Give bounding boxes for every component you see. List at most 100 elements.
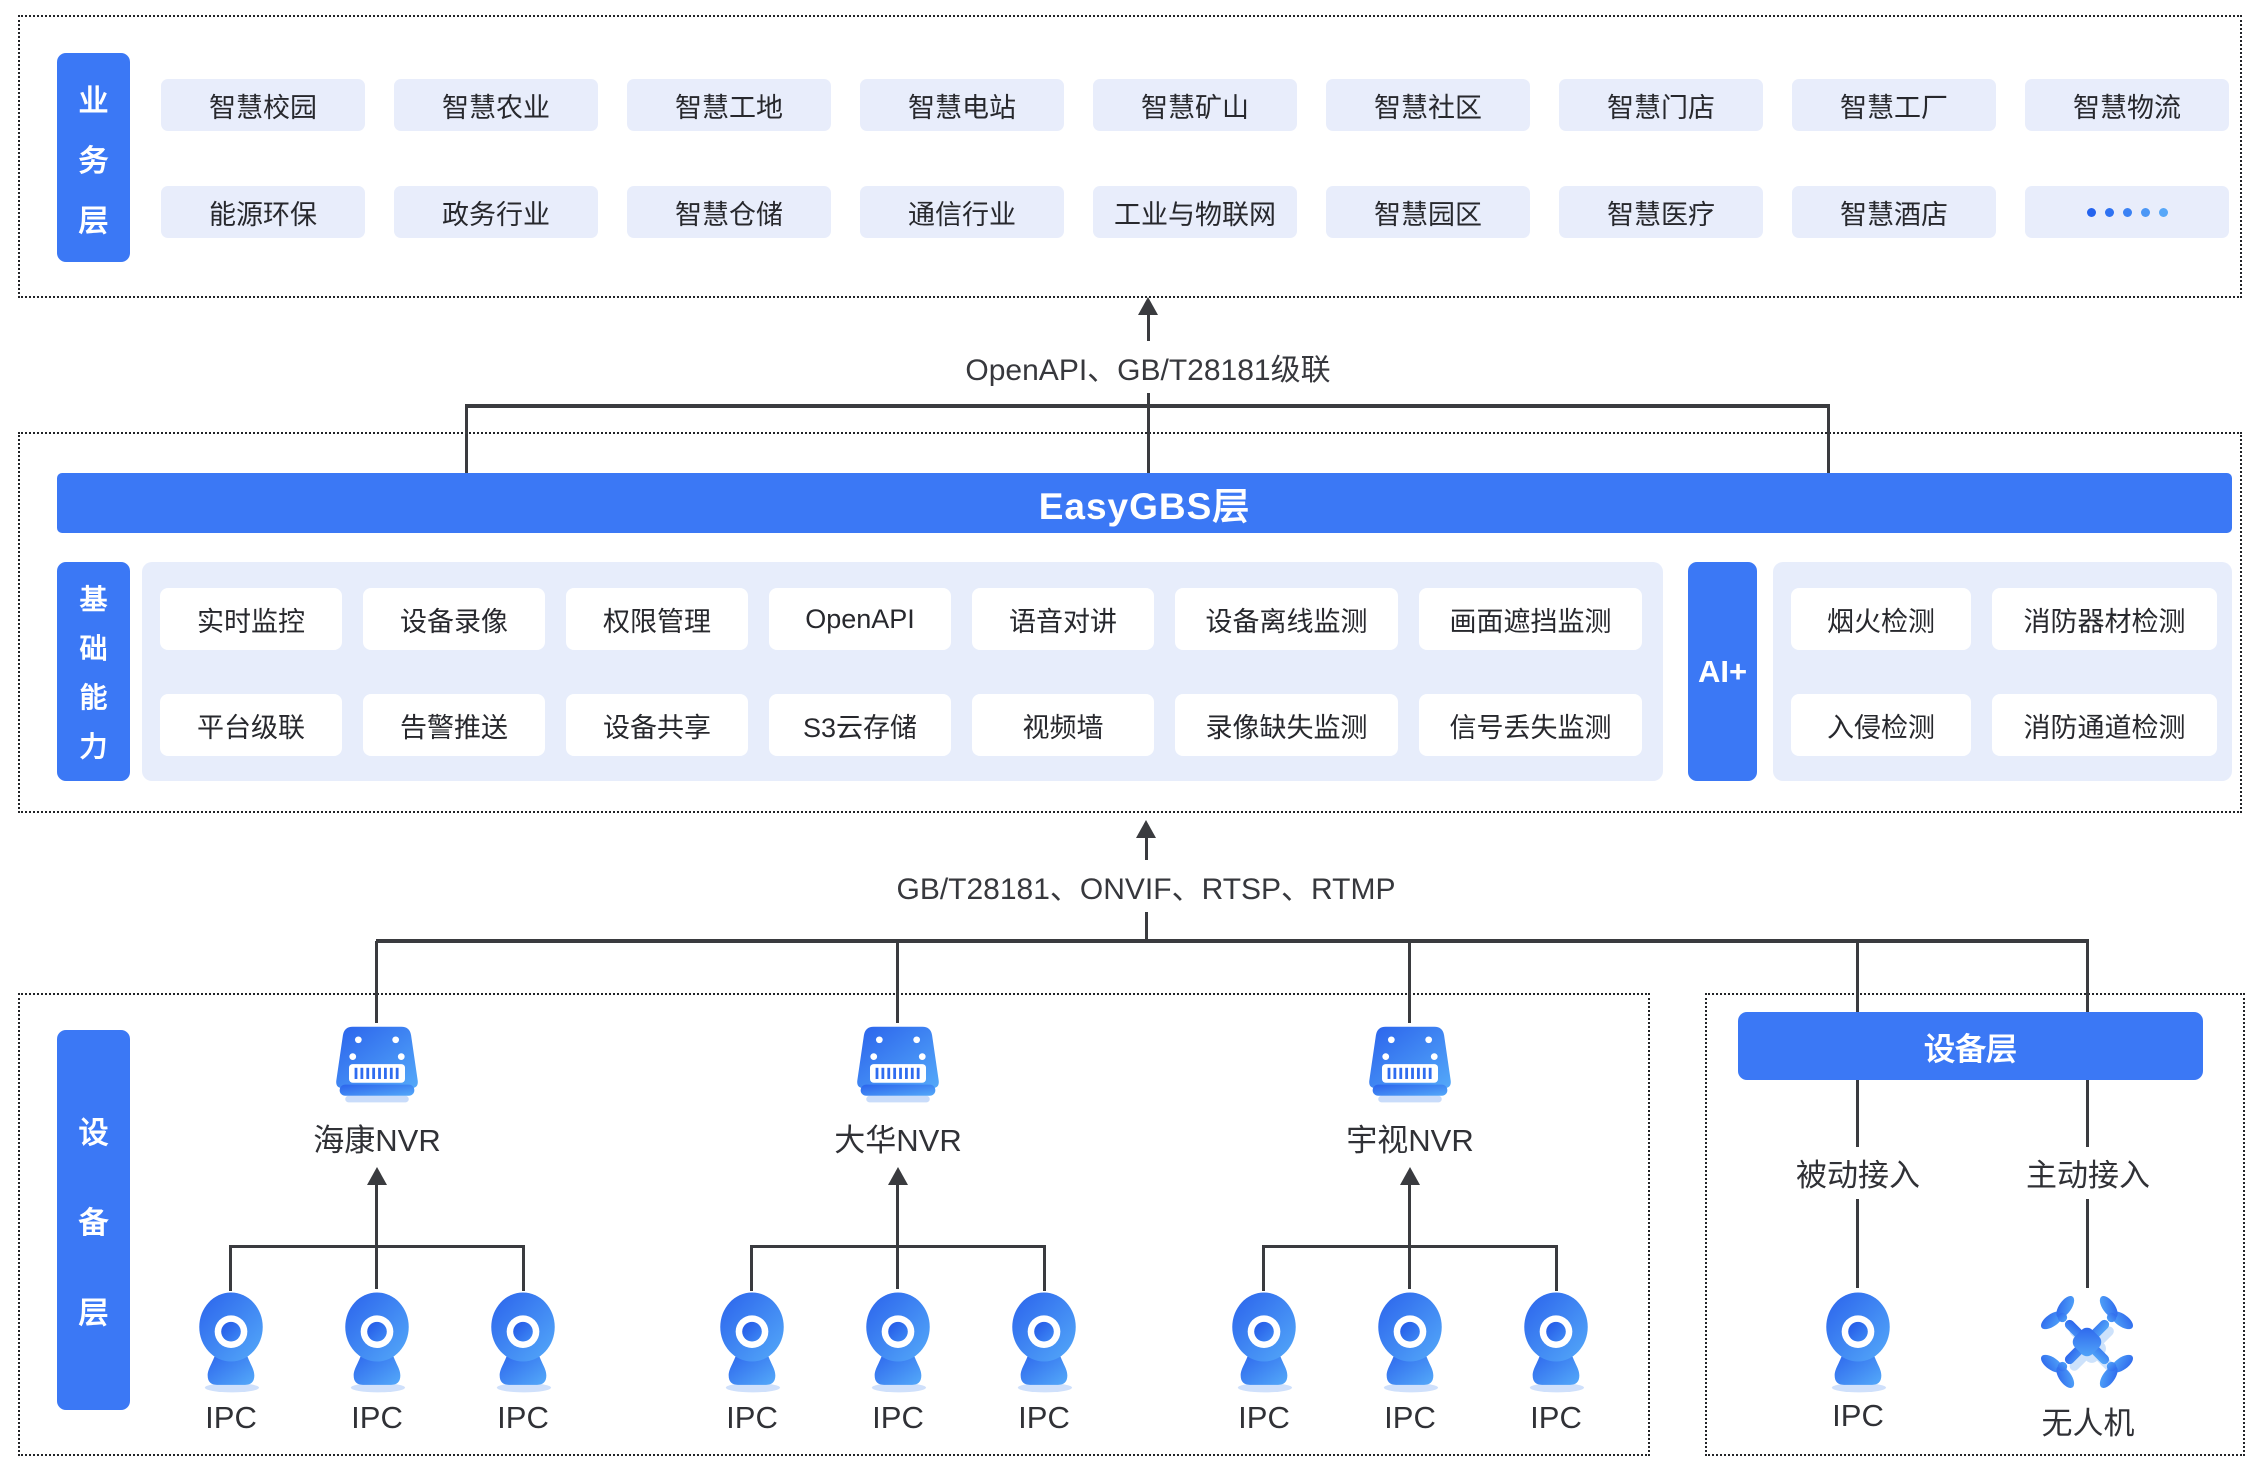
- business-layer-box: [18, 15, 2242, 298]
- easygbs-title-bar: EasyGBS层: [57, 473, 2232, 533]
- dot-icon: [2158, 207, 2168, 217]
- business-chip: 智慧校园: [161, 79, 365, 131]
- connector-line: [2086, 1080, 2089, 1147]
- ai-chip: 入侵检测: [1791, 694, 1971, 756]
- business-layer-label: 业务层: [57, 53, 130, 262]
- connector-line: [1043, 1245, 1046, 1291]
- connector-line: [1555, 1245, 1558, 1291]
- ipc-label: IPC: [1530, 1400, 1582, 1435]
- dot-icon: [2122, 207, 2132, 217]
- ipc-unit: IPC: [189, 1288, 273, 1435]
- nvr-group: 海康NVR IPC IPC IPC: [189, 1023, 565, 1443]
- ipc-unit: IPC: [481, 1288, 565, 1435]
- connector-line: [1408, 1183, 1411, 1289]
- protocol-label-bottom: GB/T28181、ONVIF、RTSP、RTMP: [880, 860, 1412, 912]
- dot-icon: [2140, 207, 2150, 217]
- capability-chip: 视频墙: [972, 694, 1154, 756]
- business-chip: 智慧酒店: [1792, 186, 1996, 238]
- ipc-unit: IPC: [1368, 1288, 1452, 1435]
- nvr-name-label: 宇视NVR: [1346, 1123, 1474, 1158]
- ipc-label: IPC: [351, 1400, 403, 1435]
- connector-line: [375, 941, 378, 1023]
- capability-chip: 权限管理: [566, 588, 748, 650]
- connector-line: [896, 1183, 899, 1289]
- ipc-label: IPC: [1238, 1400, 1290, 1435]
- capability-chip: OpenAPI: [769, 588, 951, 650]
- nvr-name-label: 大华NVR: [834, 1123, 962, 1158]
- arrow-up-icon: [367, 1167, 387, 1185]
- business-chip: [2025, 186, 2229, 238]
- capability-chip: 信号丢失监测: [1419, 694, 1642, 756]
- connector-bracket: [1262, 1245, 1558, 1248]
- business-chip: 智慧仓储: [627, 186, 831, 238]
- nvr-icon: [1354, 1023, 1466, 1107]
- ipc-camera-icon: [335, 1288, 419, 1394]
- ipc-camera-icon: [1002, 1288, 1086, 1394]
- device-caption: IPC: [1832, 1398, 1884, 1433]
- connector-line: [1408, 941, 1411, 1023]
- ipc-camera-icon: [1514, 1288, 1598, 1394]
- business-chip: 智慧医疗: [1559, 186, 1763, 238]
- connector-bracket: [229, 1245, 525, 1248]
- connector-line: [2086, 941, 2089, 1012]
- device-layer-label: 设备层: [57, 1030, 130, 1410]
- device-caption: 无人机: [2041, 1406, 2135, 1441]
- nvr-icon: [842, 1023, 954, 1107]
- business-chip: 智慧园区: [1326, 186, 1530, 238]
- connector-bracket: [466, 404, 1830, 408]
- arrow-up-icon: [1400, 1167, 1420, 1185]
- access-mode-label: 被动接入: [1796, 1158, 1920, 1193]
- nvr-group: 大华NVR IPC IPC IPC: [710, 1023, 1086, 1443]
- ipc-unit: IPC: [1002, 1288, 1086, 1435]
- ipc-label: IPC: [497, 1400, 549, 1435]
- connector-line: [1262, 1245, 1265, 1291]
- connector-line: [2086, 1199, 2089, 1288]
- capability-chip: 语音对讲: [972, 588, 1154, 650]
- ipc-label: IPC: [205, 1400, 257, 1435]
- ipc-unit: IPC: [1222, 1288, 1306, 1435]
- ai-chip: 烟火检测: [1791, 588, 1971, 650]
- ipc-camera-icon: [1816, 1288, 1900, 1394]
- device-access-header: 设备层: [1738, 1012, 2203, 1080]
- business-chip: 智慧工厂: [1792, 79, 1996, 131]
- ipc-unit: IPC: [710, 1288, 794, 1435]
- connector-line: [1856, 1080, 1859, 1147]
- capability-chip: 设备录像: [363, 588, 545, 650]
- business-chip: 智慧工地: [627, 79, 831, 131]
- ai-plus-label: AI+: [1688, 562, 1757, 781]
- business-chip: 智慧物流: [2025, 79, 2229, 131]
- connector-line: [522, 1245, 525, 1291]
- connector-line: [750, 1245, 753, 1291]
- capability-chip: 告警推送: [363, 694, 545, 756]
- connector-line: [1147, 315, 1150, 473]
- dot-icon: [2086, 207, 2096, 217]
- dot-icon: [2104, 207, 2114, 217]
- nvr-icon: [321, 1023, 433, 1107]
- capability-chip: S3云存储: [769, 694, 951, 756]
- connector-line: [229, 1245, 232, 1291]
- business-chip: 智慧农业: [394, 79, 598, 131]
- ipc-label: IPC: [1018, 1400, 1070, 1435]
- arrow-up-icon: [1138, 297, 1158, 315]
- protocol-label-top: OpenAPI、GB/T28181级联: [949, 341, 1347, 393]
- business-chip: 智慧社区: [1326, 79, 1530, 131]
- drone-icon: [2035, 1290, 2139, 1394]
- business-chip: 智慧矿山: [1093, 79, 1297, 131]
- ipc-unit: IPC: [856, 1288, 940, 1435]
- ipc-camera-icon: [710, 1288, 794, 1394]
- capability-chip: 录像缺失监测: [1175, 694, 1398, 756]
- nvr-name-label: 海康NVR: [313, 1123, 441, 1158]
- ipc-label: IPC: [872, 1400, 924, 1435]
- ipc-label: IPC: [1384, 1400, 1436, 1435]
- connector-line: [1827, 404, 1830, 473]
- ai-chip: 消防通道检测: [1992, 694, 2217, 756]
- nvr-group: 宇视NVR IPC IPC IPC: [1222, 1023, 1598, 1443]
- connector-line: [465, 404, 468, 473]
- ipc-camera-icon: [189, 1288, 273, 1394]
- ipc-label: IPC: [726, 1400, 778, 1435]
- capability-label: 基础能力: [57, 562, 130, 781]
- connector-bracket: [376, 939, 2089, 943]
- ipc-unit: IPC: [335, 1288, 419, 1435]
